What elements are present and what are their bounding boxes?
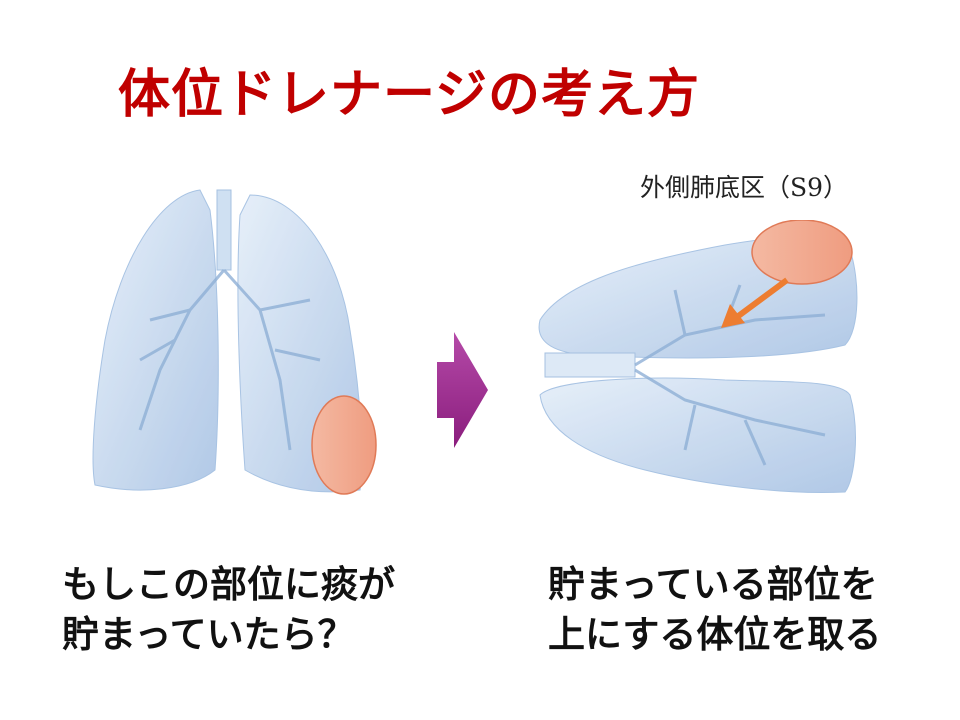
rotated-lungs-illustration xyxy=(538,220,858,494)
right-lung xyxy=(92,189,219,491)
left-caption-line-1: もしこの部位に痰が xyxy=(62,563,395,606)
segment-label: 外側肺底区（S9） xyxy=(640,173,849,202)
sputum-marker xyxy=(751,220,853,285)
right-caption-line-1: 貯まっている部位を xyxy=(548,563,878,606)
left-caption: もしこの部位に痰が 貯まっていたら？ xyxy=(62,560,395,660)
sputum-marker xyxy=(311,395,377,495)
trachea xyxy=(216,189,232,271)
left-caption-line-2: 貯まっていたら？ xyxy=(62,613,355,656)
slide-title: 体位ドレナージの考え方 xyxy=(118,65,700,125)
trachea xyxy=(544,352,636,378)
lower-lung xyxy=(539,377,856,494)
upright-lungs-illustration xyxy=(92,189,377,495)
right-caption-line-2: 上にする体位を取る xyxy=(548,613,882,656)
right-arrow-icon xyxy=(437,332,488,448)
orange-arrow-icon xyxy=(721,277,789,328)
right-caption: 貯まっている部位を 上にする体位を取る xyxy=(548,560,881,660)
